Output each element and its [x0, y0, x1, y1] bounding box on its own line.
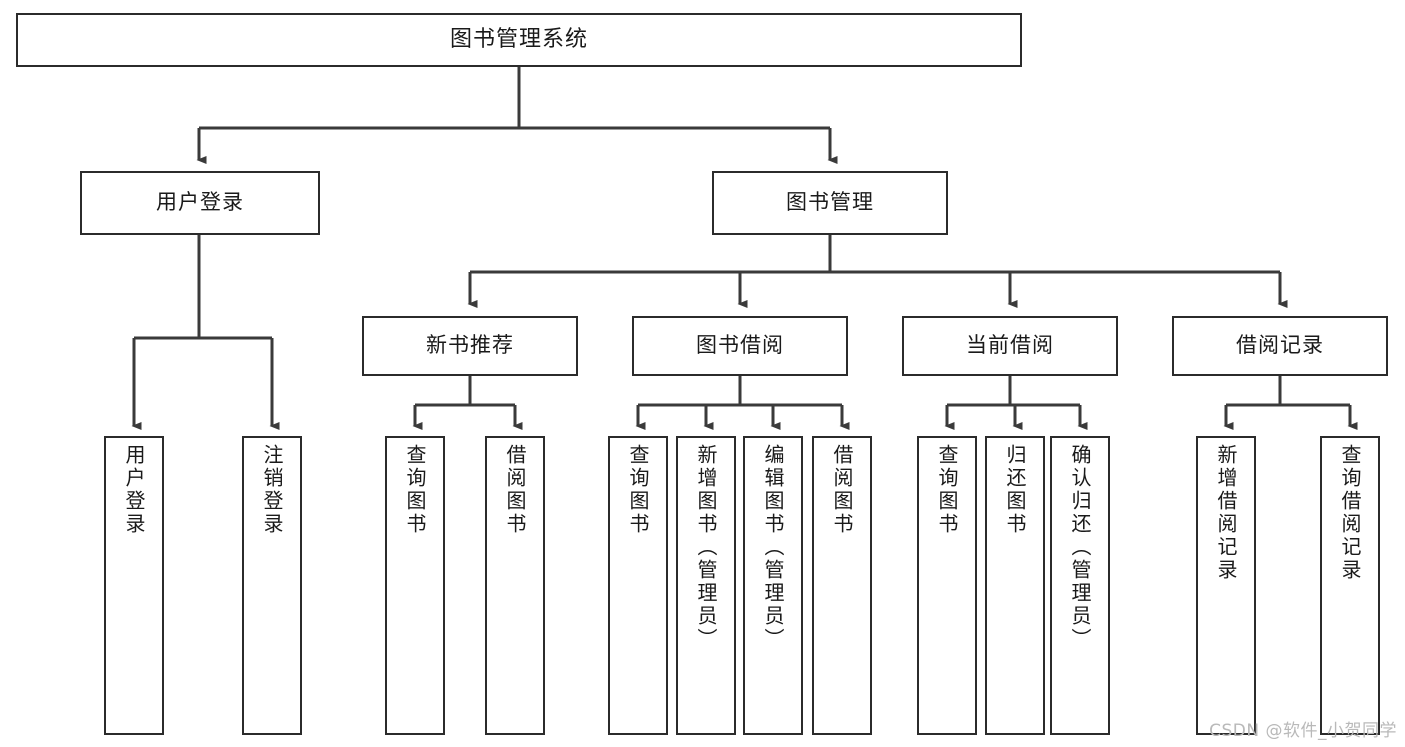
node-leaf-current-borrow-confirm-return[interactable]: 确认归还（管理员） [1050, 436, 1110, 735]
node-leaf-user-login-login[interactable]: 用户登录 [104, 436, 164, 735]
node-label: 用户登录 [122, 444, 146, 536]
node-leaf-new-book-borrow[interactable]: 借阅图书 [485, 436, 545, 735]
node-leaf-borrow-record-query[interactable]: 查询借阅记录 [1320, 436, 1380, 735]
node-label: 新增借阅记录 [1214, 444, 1238, 582]
node-leaf-book-borrow-edit[interactable]: 编辑图书（管理员） [743, 436, 803, 735]
node-leaf-book-borrow-query[interactable]: 查询图书 [608, 436, 668, 735]
node-current-borrow[interactable]: 当前借阅 [902, 316, 1118, 376]
node-book-management[interactable]: 图书管理 [712, 171, 948, 235]
node-leaf-borrow-record-add[interactable]: 新增借阅记录 [1196, 436, 1256, 735]
node-label: 查询图书 [403, 444, 427, 536]
node-label: 用户登录 [156, 190, 244, 215]
node-label: 编辑图书（管理员） [761, 444, 785, 651]
node-label: 确认归还（管理员） [1068, 444, 1092, 651]
node-label: 注销登录 [260, 444, 284, 536]
node-label: 借阅图书 [830, 444, 854, 536]
node-label: 图书管理 [786, 190, 874, 215]
node-leaf-book-borrow-borrow[interactable]: 借阅图书 [812, 436, 872, 735]
node-label: 查询借阅记录 [1338, 444, 1362, 582]
node-label: 查询图书 [626, 444, 650, 536]
node-label: 当前借阅 [966, 333, 1054, 358]
watermark: CSDN @软件_小贺同学 [1209, 721, 1397, 741]
node-leaf-current-borrow-query[interactable]: 查询图书 [917, 436, 977, 735]
node-book-borrow[interactable]: 图书借阅 [632, 316, 848, 376]
node-label: 归还图书 [1003, 444, 1027, 536]
node-borrow-record[interactable]: 借阅记录 [1172, 316, 1388, 376]
node-new-book-recommend[interactable]: 新书推荐 [362, 316, 578, 376]
node-leaf-new-book-query[interactable]: 查询图书 [385, 436, 445, 735]
node-label: 查询图书 [935, 444, 959, 536]
node-leaf-current-borrow-return[interactable]: 归还图书 [985, 436, 1045, 735]
node-label: 新书推荐 [426, 333, 514, 358]
node-leaf-user-login-logout[interactable]: 注销登录 [242, 436, 302, 735]
node-label: 借阅图书 [503, 444, 527, 536]
node-label: 新增图书（管理员） [694, 444, 718, 651]
node-label: 图书管理系统 [449, 26, 588, 52]
node-root-book-management-system[interactable]: 图书管理系统 [16, 13, 1022, 67]
node-user-login[interactable]: 用户登录 [80, 171, 320, 235]
node-label: 图书借阅 [696, 333, 784, 358]
node-label: 借阅记录 [1236, 333, 1324, 358]
node-leaf-book-borrow-add[interactable]: 新增图书（管理员） [676, 436, 736, 735]
